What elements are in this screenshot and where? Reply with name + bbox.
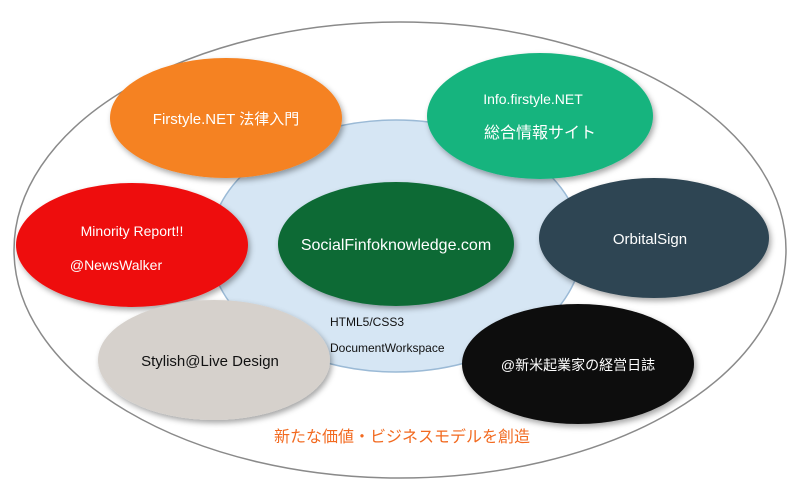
tech-note-line2: DocumentWorkspace — [330, 341, 445, 355]
node-houritsu[interactable]: Firstyle.NET 法律入門 — [110, 58, 342, 178]
tagline: 新たな価値・ビジネスモデルを創造 — [274, 427, 530, 446]
node-minority-line2: @NewsWalker — [70, 257, 163, 273]
node-minority[interactable]: Minority Report!! @NewsWalker — [16, 183, 248, 307]
node-info[interactable]: Info.firstyle.NET 総合情報サイト — [427, 53, 653, 179]
node-info-line2: 総合情報サイト — [484, 124, 596, 142]
tech-note-line1: HTML5/CSS3 — [330, 315, 404, 329]
node-orbital[interactable]: OrbitalSign — [539, 178, 769, 298]
center-label: SocialFinfoknowledge.com — [301, 237, 491, 254]
node-minority-line1: Minority Report!! — [81, 223, 184, 239]
center-node[interactable]: SocialFinfoknowledge.com — [278, 182, 514, 306]
node-orbital-label: OrbitalSign — [613, 231, 687, 248]
node-stylish-label: Stylish@Live Design — [141, 353, 279, 370]
node-nikki[interactable]: @新米起業家の経営日誌 — [462, 304, 694, 424]
node-houritsu-label: Firstyle.NET 法律入門 — [153, 111, 299, 128]
node-stylish[interactable]: Stylish@Live Design — [98, 300, 330, 420]
node-nikki-label: @新米起業家の経営日誌 — [501, 357, 655, 373]
node-info-line1: Info.firstyle.NET — [483, 91, 583, 107]
